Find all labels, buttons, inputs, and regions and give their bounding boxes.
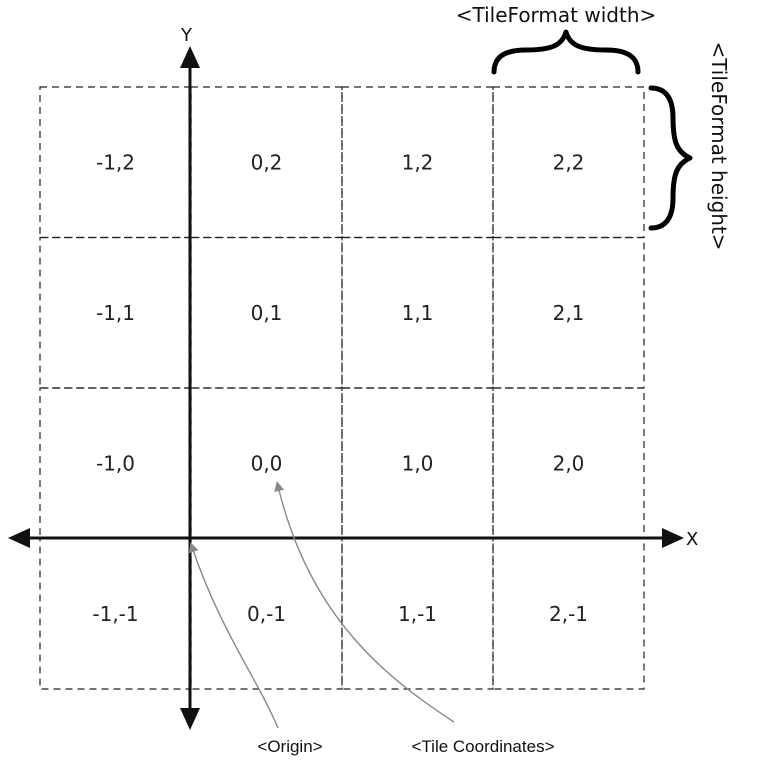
tile: 2,2	[492, 86, 645, 239]
tile-coordinate-label: 2,2	[553, 150, 585, 174]
tile-height-label: <TileFormat height>	[707, 41, 731, 250]
x-axis-right-arrowhead	[662, 528, 684, 548]
tile: -1,0	[39, 387, 192, 540]
tile-coordinate-label: 0,1	[251, 301, 283, 325]
tile-coordinate-label: 0,2	[251, 150, 283, 174]
tile-coordinates-label: <Tile Coordinates>	[411, 737, 554, 756]
tile-width-brace	[491, 29, 641, 75]
tile-coordinates-pointer-arrow	[274, 481, 455, 723]
tile-width-indicator: <TileFormat width>	[456, 3, 657, 75]
y-axis-top-arrowhead	[180, 46, 200, 68]
tile: 1,0	[341, 387, 494, 540]
tile: 0,1	[190, 236, 343, 389]
tile-coordinate-label: 2,-1	[549, 602, 588, 626]
y-axis-bottom-arrowhead	[180, 708, 200, 730]
y-axis-label: Y	[180, 25, 193, 46]
y-axis: Y	[180, 25, 200, 730]
x-axis-label: X	[686, 529, 698, 550]
x-axis: X	[8, 528, 698, 550]
annotations: <Origin> <Tile Coordinates>	[188, 481, 555, 756]
tile-height-indicator: <TileFormat height>	[648, 41, 731, 251]
tile: 2,0	[492, 387, 645, 540]
tile-width-label: <TileFormat width>	[456, 3, 657, 27]
tile-coordinate-label: 1,0	[402, 451, 434, 475]
tile-coordinate-label: 1,-1	[398, 602, 437, 626]
tile: 1,2	[341, 86, 494, 239]
x-axis-left-arrowhead	[8, 528, 30, 548]
tile: -1,1	[39, 236, 192, 389]
tile-height-brace	[648, 85, 693, 231]
origin-label: <Origin>	[257, 737, 322, 756]
tile: 2,-1	[492, 537, 645, 690]
tile: 0,2	[190, 86, 343, 239]
tile: 0,0	[190, 387, 343, 540]
tile: 1,1	[341, 236, 494, 389]
tile: 2,1	[492, 236, 645, 389]
tile: 1,-1	[341, 537, 494, 690]
tile-coordinate-label: 1,1	[402, 301, 434, 325]
tile: -1,-1	[39, 537, 192, 690]
tile-grid: -1,2 0,2 1,2 2,2 -1,1 0,1 1,1 2,1 -1,0 0,0 1,0 2,0 -…	[39, 86, 645, 690]
tile-coordinate-label: -1,2	[96, 150, 135, 174]
tile: -1,2	[39, 86, 192, 239]
tile-coordinate-label: -1,1	[96, 301, 135, 325]
tile-coordinate-label: 2,0	[553, 451, 585, 475]
tile-coordinate-label: 0,-1	[247, 602, 286, 626]
tile: 0,-1	[190, 537, 343, 690]
tile-coordinate-label: 2,1	[553, 301, 585, 325]
tile-coordinate-label: -1,-1	[92, 602, 138, 626]
tile-coordinate-label: -1,0	[96, 451, 135, 475]
origin-pointer-arrow	[188, 542, 279, 729]
tile-coordinate-label: 0,0	[251, 451, 283, 475]
tile-coordinate-label: 1,2	[402, 150, 434, 174]
